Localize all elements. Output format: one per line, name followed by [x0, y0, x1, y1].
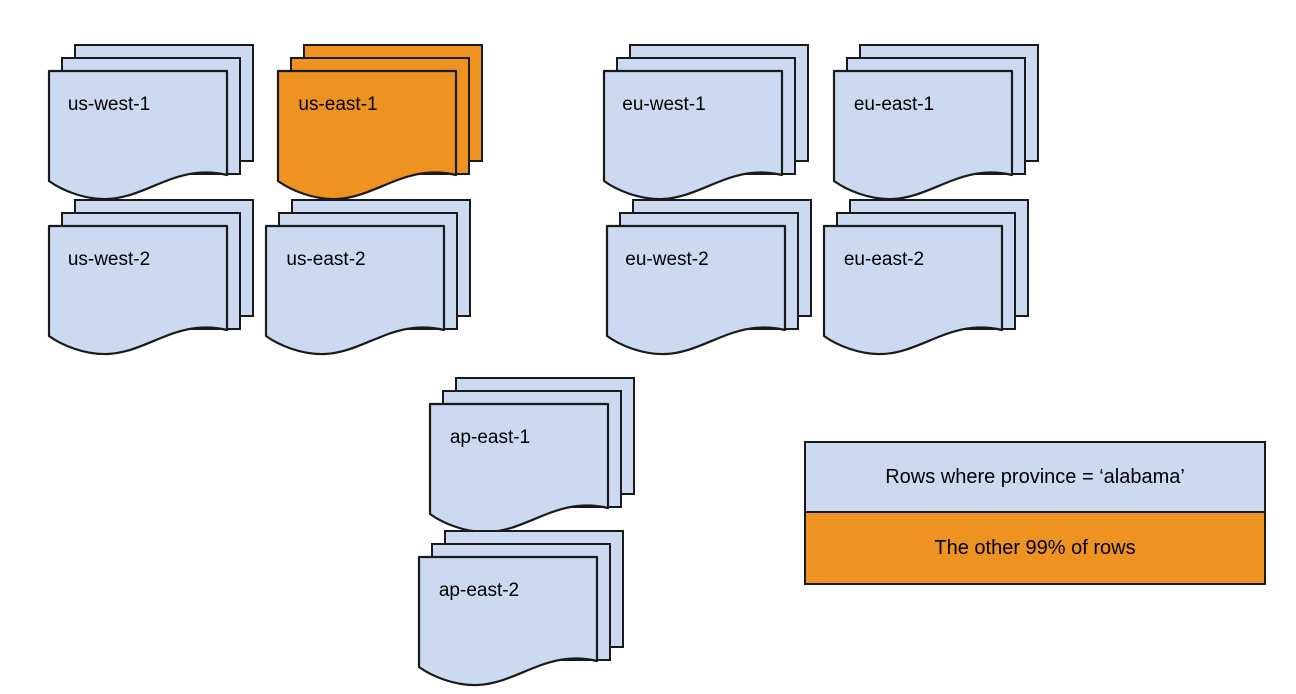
region-stack-shape: [605, 199, 812, 356]
region-stack-ap-east-1[interactable]: ap-east-1: [401, 375, 635, 540]
region-stack-us-west-1[interactable]: us-west-1: [20, 42, 254, 207]
region-stack-shape: [276, 44, 483, 201]
region-stack-eu-west-1[interactable]: eu-west-1: [575, 42, 809, 207]
legend-item-label: Rows where province = ‘alabama’: [885, 465, 1185, 488]
region-stack-shape: [264, 199, 471, 356]
region-stack-us-west-2[interactable]: us-west-2: [20, 197, 254, 362]
region-stack-eu-west-2[interactable]: eu-west-2: [578, 197, 812, 362]
region-stack-shape: [417, 530, 624, 687]
legend-item-label: The other 99% of rows: [934, 536, 1136, 559]
legend-item-other-rows: The other 99% of rows: [806, 513, 1264, 583]
region-stack-shape: [602, 44, 809, 201]
region-stack-eu-east-2[interactable]: eu-east-2: [795, 197, 1029, 362]
region-stack-shape: [428, 377, 635, 534]
region-stack-shape: [47, 199, 254, 356]
legend-item-highlighted-rows: Rows where province = ‘alabama’: [806, 443, 1264, 513]
region-stack-us-east-2[interactable]: us-east-2: [237, 197, 471, 362]
region-stack-ap-east-2[interactable]: ap-east-2: [390, 528, 624, 693]
region-stack-shape: [822, 199, 1029, 356]
region-stack-us-east-1[interactable]: us-east-1: [249, 42, 483, 207]
region-stack-eu-east-1[interactable]: eu-east-1: [805, 42, 1039, 207]
region-stack-shape: [47, 44, 254, 201]
region-stack-shape: [832, 44, 1039, 201]
legend: Rows where province = ‘alabama’ The othe…: [804, 441, 1266, 585]
